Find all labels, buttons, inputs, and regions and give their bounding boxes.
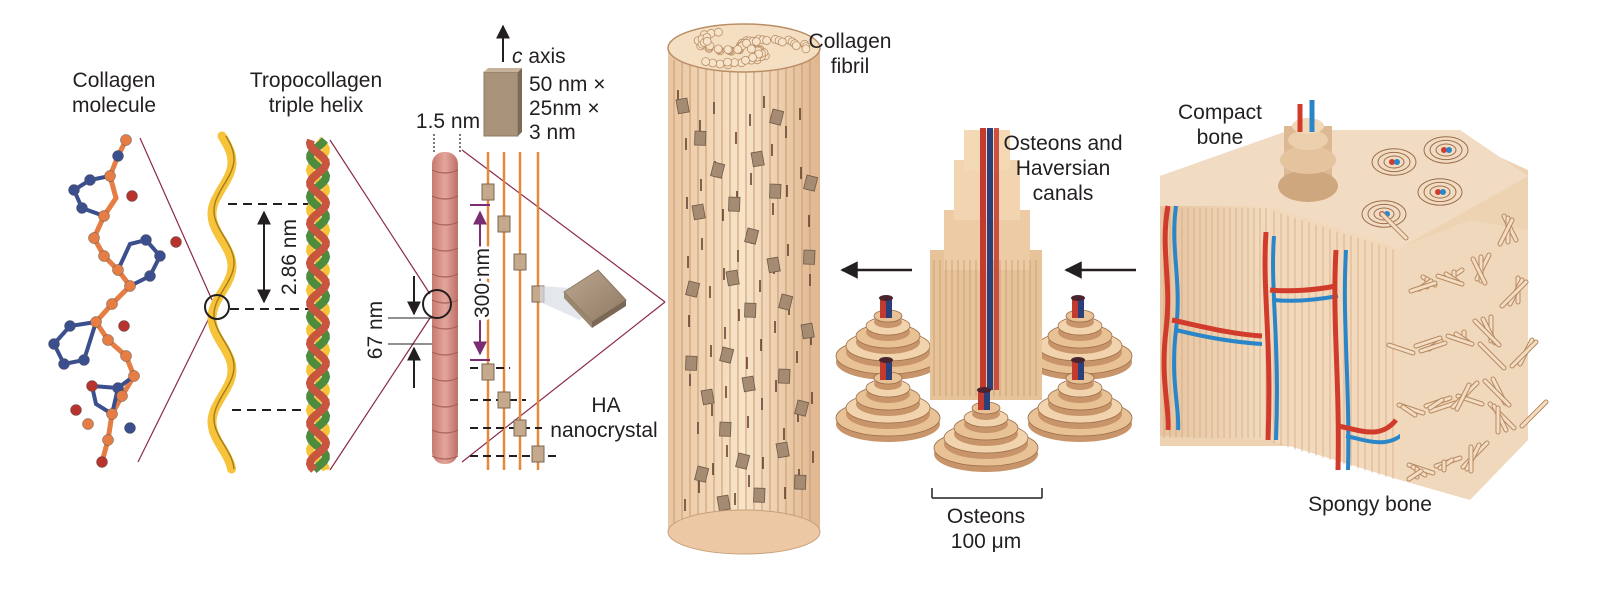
tropocollagen-triple-helix bbox=[305, 136, 331, 474]
spongy-bone bbox=[1379, 211, 1549, 500]
label-crystal-dims-2: 25nm × bbox=[529, 97, 600, 120]
ha-nanocrystal-large bbox=[563, 269, 627, 328]
label-tropocollagen-1: Tropocollagen bbox=[250, 69, 382, 92]
zoom-circle bbox=[204, 294, 230, 320]
label-compact-bone-1: Compact bbox=[1178, 101, 1262, 124]
label-collagen-fibril-2: fibril bbox=[831, 55, 870, 78]
collagen-microfibril bbox=[431, 134, 461, 464]
label-300-nm: 300 nm bbox=[471, 248, 494, 318]
label-crystal-dims-3: 3 nm bbox=[529, 121, 576, 144]
label-c-axis-c: c bbox=[512, 45, 523, 68]
staggered-fibers bbox=[470, 152, 558, 470]
zoom-line bbox=[461, 149, 666, 303]
label-1-5-nm: 1.5 nm bbox=[416, 110, 480, 133]
collagen-molecule bbox=[48, 134, 182, 468]
central-osteon-tower bbox=[930, 128, 1042, 400]
label-crystal-dims-1: 50 nm × bbox=[529, 73, 605, 96]
label-osteons-haversian-1: Osteons and bbox=[1003, 132, 1122, 155]
label-spongy-bone: Spongy bone bbox=[1308, 493, 1432, 516]
label-67-nm: 67 nm bbox=[364, 301, 387, 359]
label-osteons-haversian-2: Haversian bbox=[1016, 157, 1111, 180]
label-c-axis-rest: axis bbox=[523, 45, 566, 68]
label-compact-bone-2: bone bbox=[1197, 126, 1244, 149]
label-osteons-scale-2: 100 μm bbox=[951, 530, 1021, 553]
label-c-axis: c axis bbox=[512, 45, 566, 68]
label-ha-1: HA bbox=[591, 394, 620, 417]
text-labels: Collagen molecule Tropocollagen triple h… bbox=[72, 30, 1432, 553]
label-tropocollagen-2: triple helix bbox=[269, 94, 364, 117]
label-osteons-scale-1: Osteons bbox=[947, 505, 1025, 528]
collagen-strand bbox=[207, 131, 237, 474]
ha-nanocrystal-small bbox=[483, 68, 522, 137]
label-ha-2: nanocrystal bbox=[550, 419, 657, 442]
zoom-line bbox=[329, 139, 431, 295]
zoom-circle bbox=[422, 289, 452, 319]
label-osteons-haversian-3: canals bbox=[1033, 182, 1094, 205]
label-collagen-molecule-1: Collagen bbox=[73, 69, 156, 92]
zoom-line bbox=[329, 317, 431, 471]
zoom-line bbox=[139, 137, 213, 301]
zoom-line bbox=[461, 301, 666, 463]
label-2-86-nm: 2.86 nm bbox=[278, 219, 301, 295]
collagen-fibril bbox=[667, 23, 821, 555]
label-collagen-fibril-1: Collagen bbox=[809, 30, 892, 53]
osteon-stack bbox=[835, 128, 1133, 472]
zoom-line bbox=[137, 311, 213, 463]
label-collagen-molecule-2: molecule bbox=[72, 94, 156, 117]
